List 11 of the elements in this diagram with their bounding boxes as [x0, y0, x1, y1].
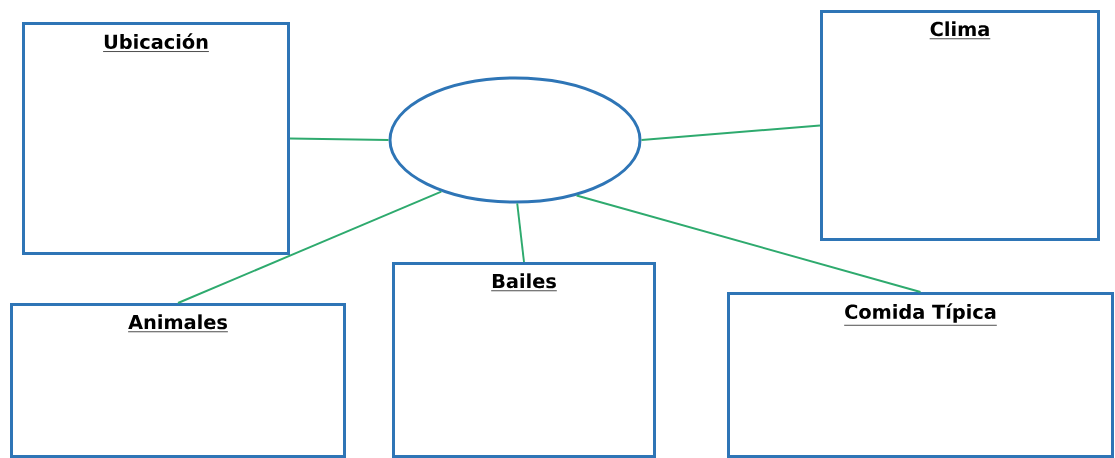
connector-line: [289, 137, 390, 141]
center-ellipse: [388, 76, 642, 204]
connector-line: [640, 124, 821, 141]
text-box: Animales: [10, 303, 346, 458]
text-box: Comida Típica: [727, 292, 1114, 458]
text-box: Bailes: [392, 262, 656, 458]
text-box: Clima: [820, 10, 1100, 241]
connector-line: [575, 194, 922, 293]
text-box: Ubicación: [22, 22, 290, 255]
connector-line: [516, 202, 525, 263]
connector-line: [177, 190, 443, 304]
